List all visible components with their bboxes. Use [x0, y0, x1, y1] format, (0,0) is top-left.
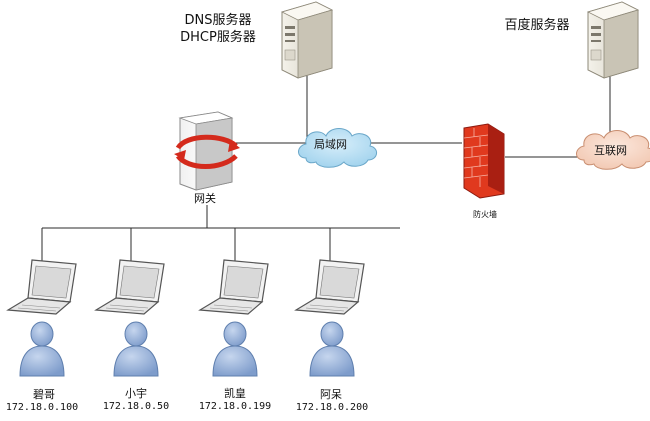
- client-4-laptop-icon: [294, 259, 365, 315]
- client-1-user-icon: [19, 321, 65, 377]
- client-3-ip: 172.18.0.199: [198, 401, 272, 412]
- firewall-icon: [463, 123, 505, 199]
- client-4-ip: 172.18.0.200: [295, 402, 369, 413]
- baidu-server-label: 百度服务器: [504, 18, 570, 33]
- dhcp-server-label-line: DHCP服务器: [180, 30, 256, 45]
- client-1-name: 碧哥: [33, 388, 55, 401]
- client-2-laptop-icon: [94, 259, 165, 315]
- client-3-name: 凯皇: [224, 387, 246, 400]
- client-2-user-icon: [113, 321, 159, 377]
- internet-cloud-icon: [576, 130, 650, 170]
- gateway-icon: [174, 111, 240, 191]
- client-2-name: 小宇: [125, 387, 147, 400]
- client-2-ip: 172.18.0.50: [102, 401, 170, 412]
- lan-cloud-icon: [298, 128, 377, 168]
- dns-dhcp-server-icon: [280, 1, 334, 79]
- dns-server-label-line: DNS服务器: [184, 13, 252, 28]
- gateway-label: 网关: [194, 192, 216, 205]
- dns-dhcp-server-label: DNS服务器 DHCP服务器: [170, 12, 266, 46]
- firewall-label: 防火墙: [473, 210, 497, 219]
- client-1-ip: 172.18.0.100: [5, 402, 79, 413]
- internet-label: 互联网: [594, 144, 627, 157]
- client-1-laptop-icon: [6, 259, 77, 315]
- client-4-user-icon: [309, 321, 355, 377]
- client-3-laptop-icon: [198, 259, 269, 315]
- lan-label: 局域网: [314, 138, 347, 151]
- client-4-name: 阿呆: [320, 388, 342, 401]
- baidu-server-icon: [586, 1, 640, 79]
- client-3-user-icon: [212, 321, 258, 377]
